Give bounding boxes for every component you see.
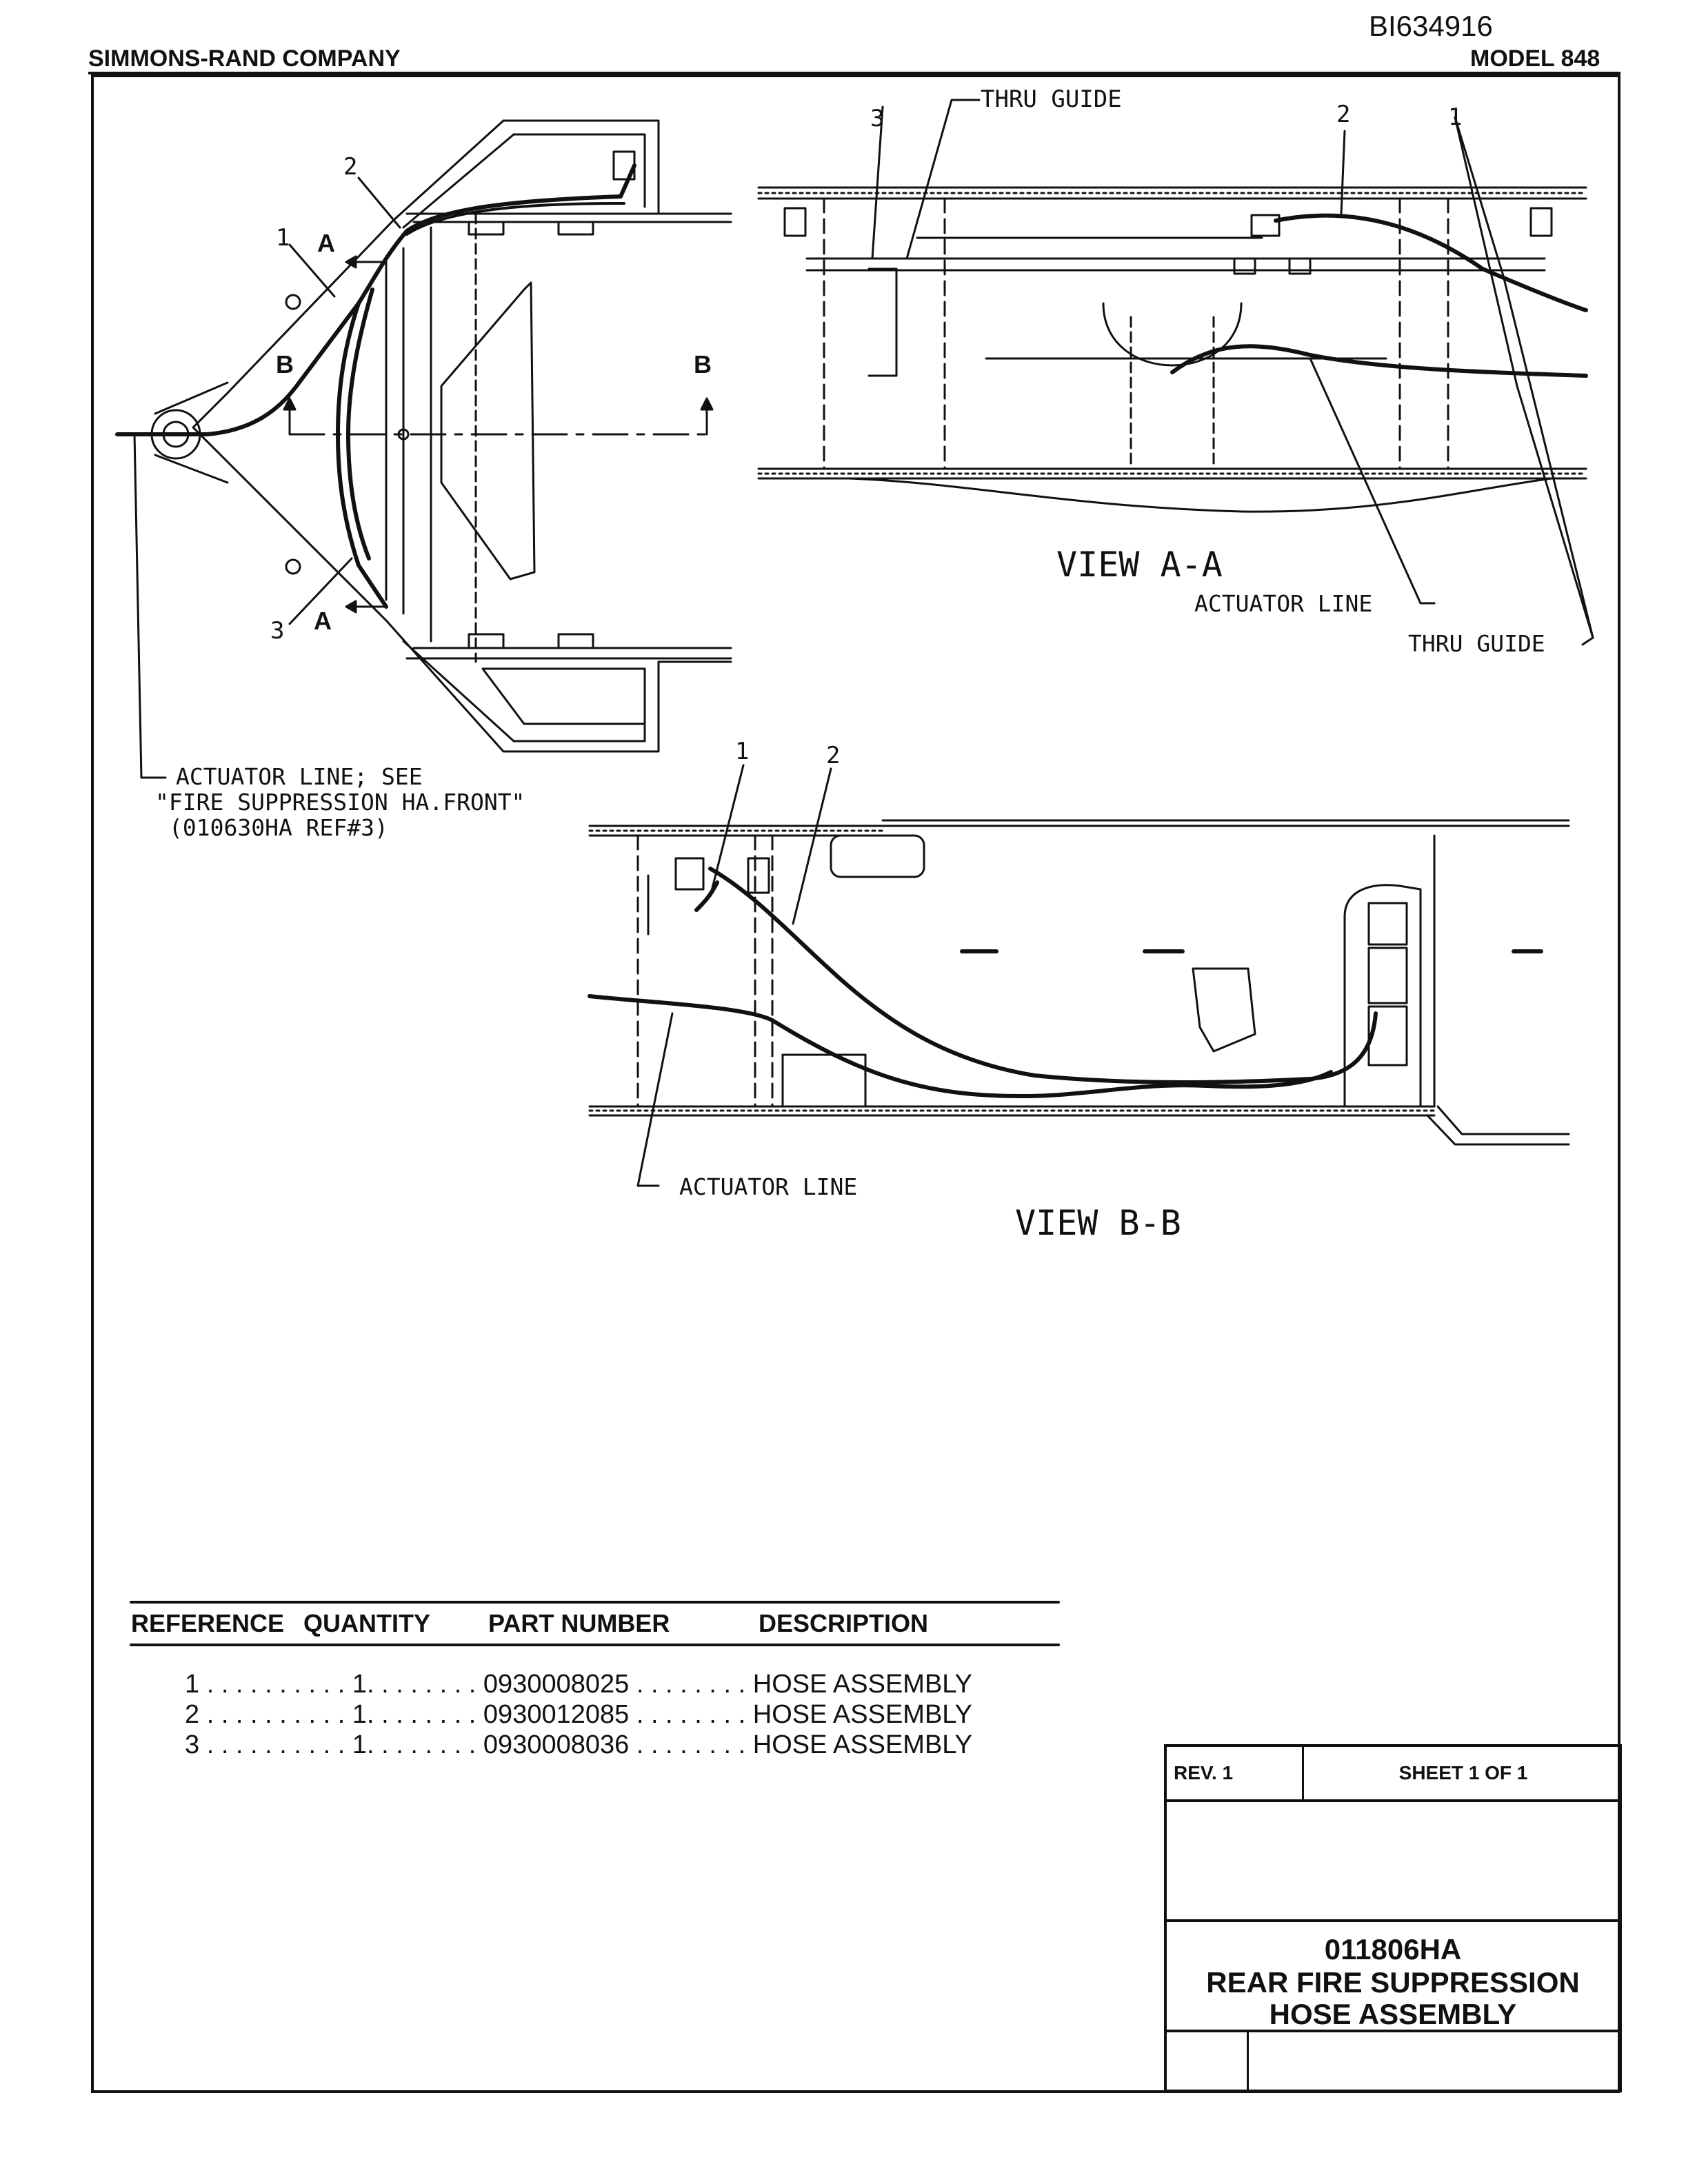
bb-callout-1: 1	[735, 738, 750, 765]
bom-part-number: 0930008036	[483, 1730, 630, 1759]
table-row: 2 . . . . . . . . . . 1. . . . . . . . 0…	[185, 1700, 972, 1729]
actuator-note-line1: ACTUATOR LINE; SEE	[176, 763, 423, 790]
table-row: 3 . . . . . . . . . . 1. . . . . . . . 0…	[185, 1730, 972, 1759]
section-b-left-label: B	[276, 350, 294, 378]
aa-thru-guide-bottom: THRU GUIDE	[1408, 630, 1545, 657]
bom-quantity: 1	[352, 1700, 367, 1729]
bom-header-part-number: PART NUMBER	[488, 1609, 670, 1637]
bom-part-number: 0930012085	[483, 1700, 630, 1729]
bom-description: HOSE ASSEMBLY	[752, 1700, 972, 1729]
aa-actuator-line-label: ACTUATOR LINE	[1194, 590, 1373, 617]
bom-quantity: 1	[352, 1730, 367, 1759]
bom-reference: 1	[185, 1670, 200, 1699]
header-rule	[88, 72, 1620, 74]
view-aa-title: VIEW A-A	[1056, 545, 1223, 585]
actuator-line-note: ACTUATOR LINE; SEE "FIRE SUPPRESSION HA.…	[155, 763, 525, 840]
bom-rows: 1 . . . . . . . . . . 1. . . . . . . . 0…	[185, 1670, 972, 1761]
main-callout-1: 1	[276, 224, 290, 252]
company-name: SIMMONS-RAND COMPANY	[88, 46, 401, 72]
bom-reference: 2	[185, 1700, 200, 1729]
table-row: 1 . . . . . . . . . . 1. . . . . . . . 0…	[185, 1670, 972, 1699]
bom-header-reference: REFERENCE	[131, 1609, 285, 1637]
aa-thru-guide-top: THRU GUIDE	[981, 85, 1122, 113]
model-label: MODEL 848	[1470, 46, 1600, 72]
rev-label: REV. 1	[1174, 1762, 1234, 1783]
section-a-top-label: A	[317, 229, 335, 257]
view-aa	[757, 99, 1594, 646]
main-callout-3: 3	[270, 617, 285, 645]
sheet-label: SHEET 1 OF 1	[1398, 1762, 1528, 1783]
bom-description: HOSE ASSEMBLY	[752, 1670, 972, 1699]
drawing-title-line2: HOSE ASSEMBLY	[1269, 1998, 1517, 2030]
section-a-bottom-label: A	[314, 607, 332, 635]
main-frame-view	[115, 119, 732, 779]
bb-callout-2: 2	[826, 742, 841, 769]
aa-callout-2: 2	[1336, 101, 1351, 128]
title-block: REV. 1 SHEET 1 OF 1 011806HA REAR FIRE S…	[1164, 1744, 1622, 2092]
view-bb-title: VIEW B-B	[1015, 1203, 1181, 1243]
actuator-note-line3: (010630HA REF#3)	[169, 814, 388, 841]
bb-actuator-line-label: ACTUATOR LINE	[679, 1173, 858, 1200]
drawing-title-line1: REAR FIRE SUPPRESSION	[1206, 1966, 1580, 1999]
view-bb	[588, 764, 1570, 1187]
bom-header-quantity: QUANTITY	[303, 1609, 430, 1637]
actuator-note-line2: "FIRE SUPPRESSION HA.FRONT"	[155, 789, 525, 816]
drawing-number: 011806HA	[1324, 1933, 1462, 1965]
aa-callout-1: 1	[1448, 103, 1463, 131]
bom-reference: 3	[185, 1730, 200, 1759]
bom-quantity: 1	[352, 1670, 367, 1699]
drawing-frame	[91, 74, 1620, 2093]
aa-callout-3: 3	[870, 105, 885, 132]
main-callout-2: 2	[343, 153, 358, 181]
bom-description: HOSE ASSEMBLY	[752, 1730, 972, 1759]
document-id: BI634916	[1369, 10, 1493, 42]
section-b-right-label: B	[694, 350, 712, 378]
bom-part-number: 0930008025	[483, 1670, 630, 1699]
bom-header-description: DESCRIPTION	[759, 1609, 929, 1637]
